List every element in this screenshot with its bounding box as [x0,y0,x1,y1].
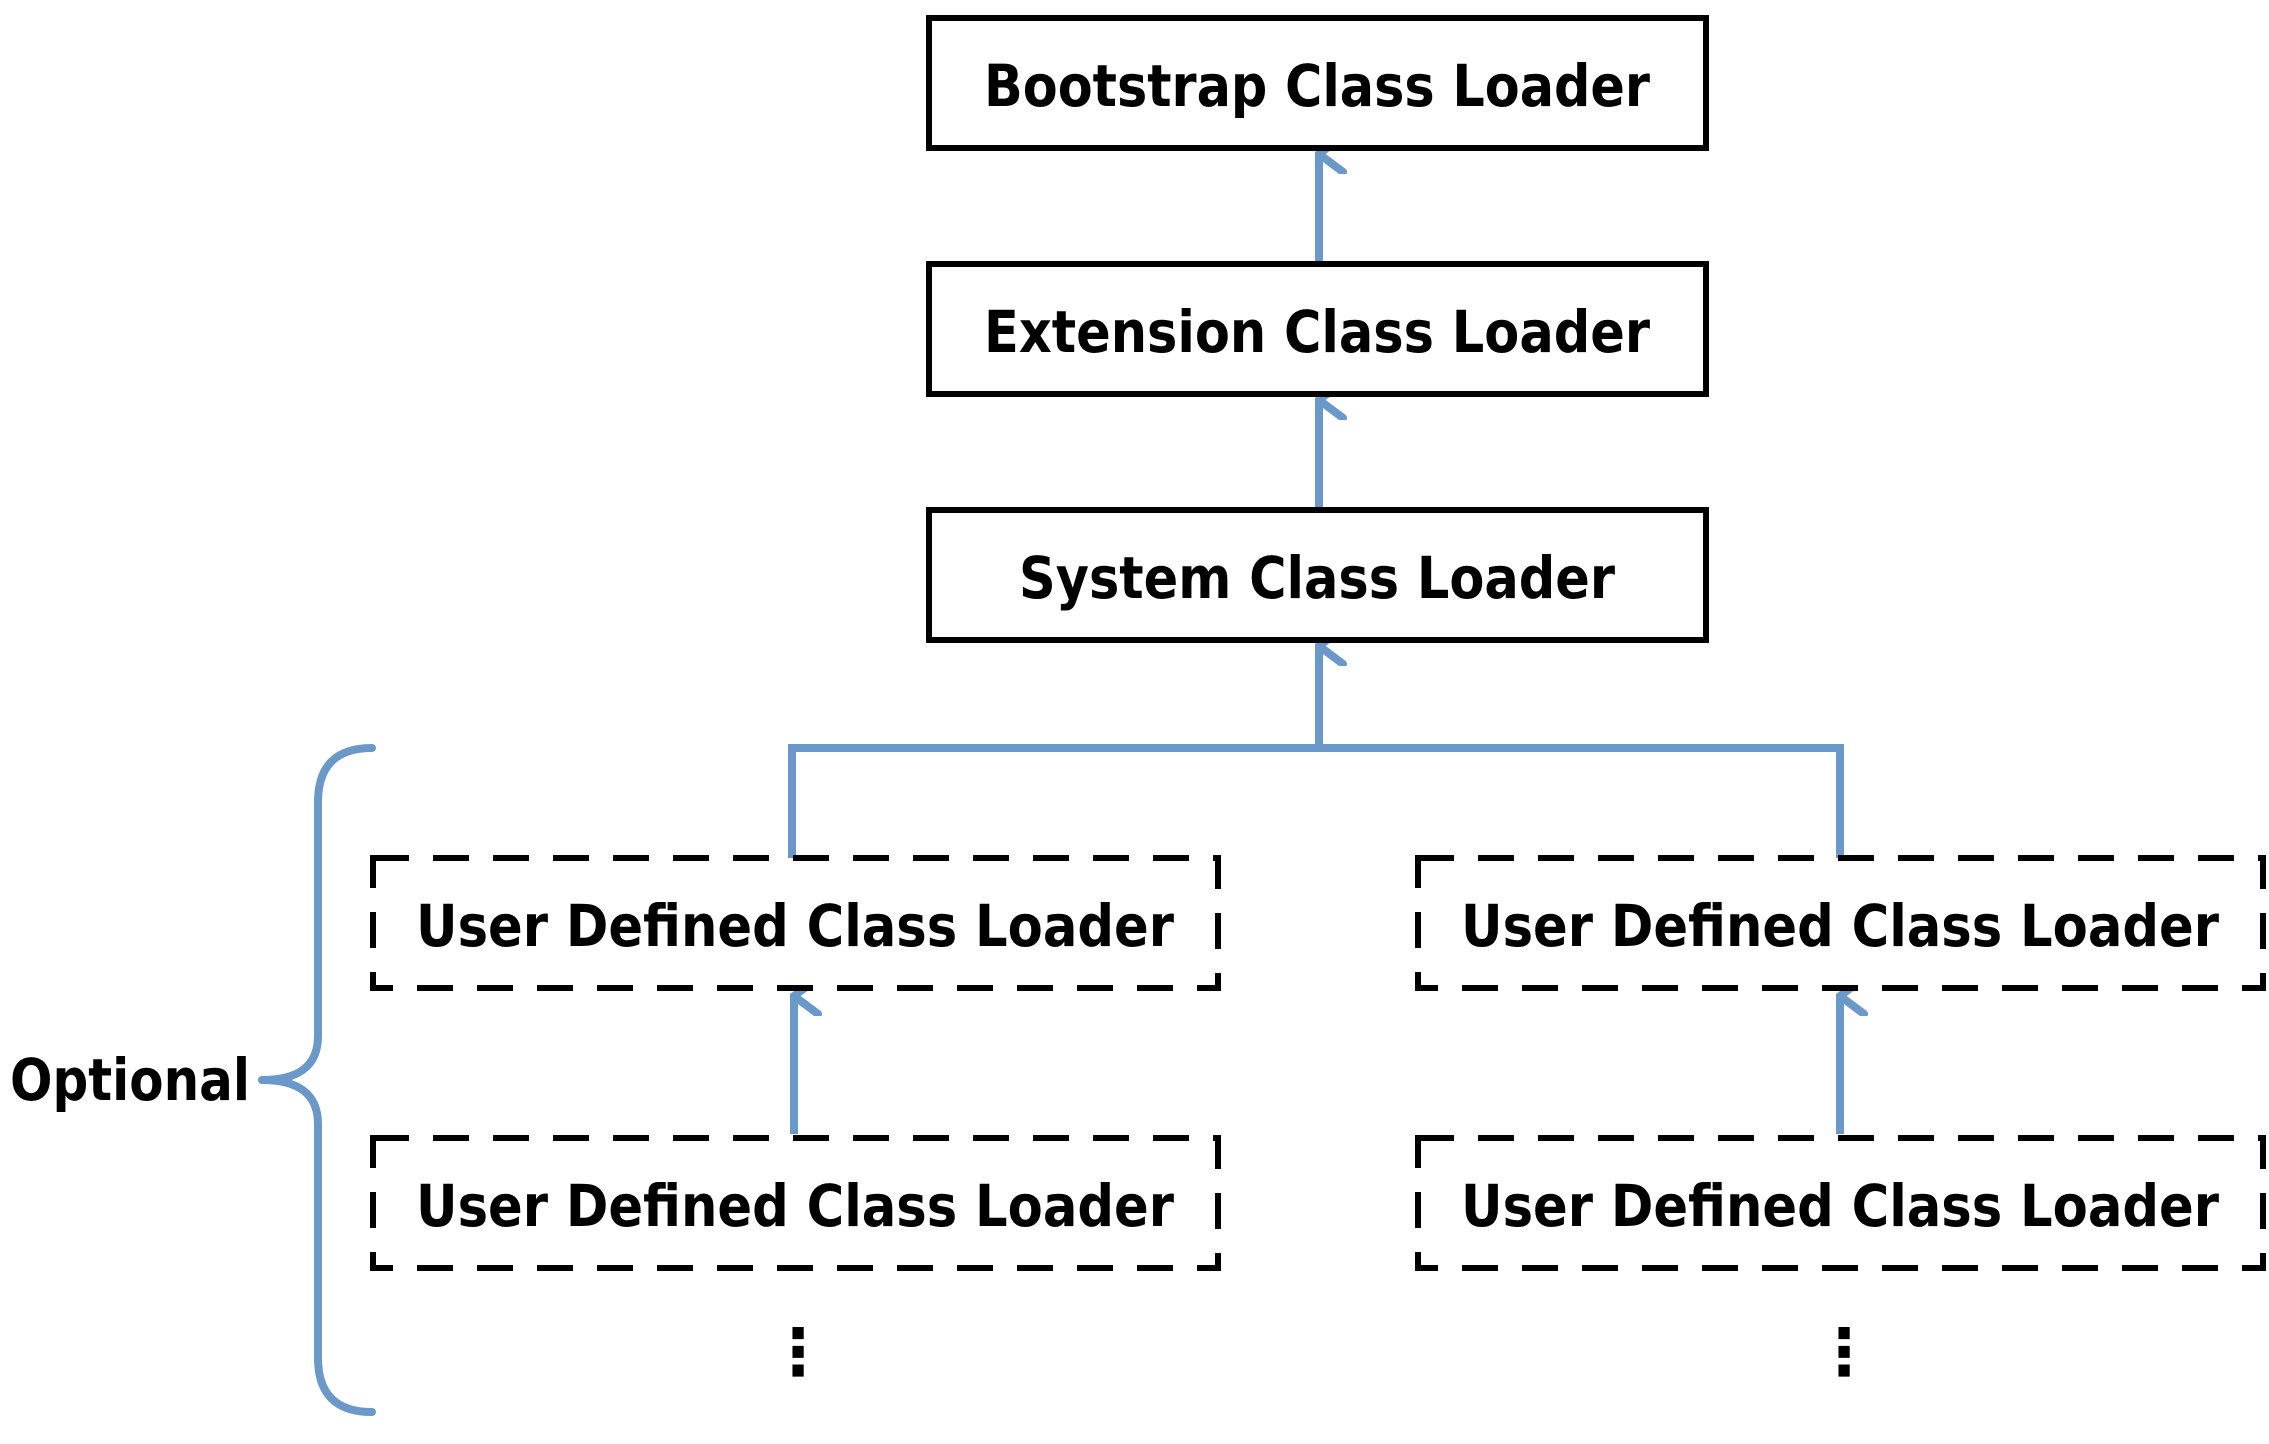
node-bootstrap-label: Bootstrap Class Loader [984,52,1650,120]
node-system-label: System Class Loader [1019,544,1615,612]
ellipsis-right: ⋮ [1812,1316,1876,1390]
optional-brace [258,744,376,1416]
connectors [258,154,1844,1416]
node-user-left-1-label: User Defined Class Loader [416,892,1174,960]
connector-user-branches [788,744,1844,860]
node-system: System Class Loader [926,507,1709,643]
node-user-right-1-label: User Defined Class Loader [1461,892,2219,960]
ellipsis-left: ⋮ [766,1316,830,1390]
node-user-right-1: User Defined Class Loader [1415,855,2266,991]
node-extension: Extension Class Loader [926,261,1709,397]
optional-label: Optional [10,1046,250,1114]
node-user-left-2-label: User Defined Class Loader [416,1172,1174,1240]
node-user-left-2: User Defined Class Loader [370,1135,1221,1271]
node-bootstrap: Bootstrap Class Loader [926,15,1709,151]
node-extension-label: Extension Class Loader [984,298,1650,366]
node-user-right-2-label: User Defined Class Loader [1461,1172,2219,1240]
node-user-left-1: User Defined Class Loader [370,855,1221,991]
node-user-right-2: User Defined Class Loader [1415,1135,2266,1271]
